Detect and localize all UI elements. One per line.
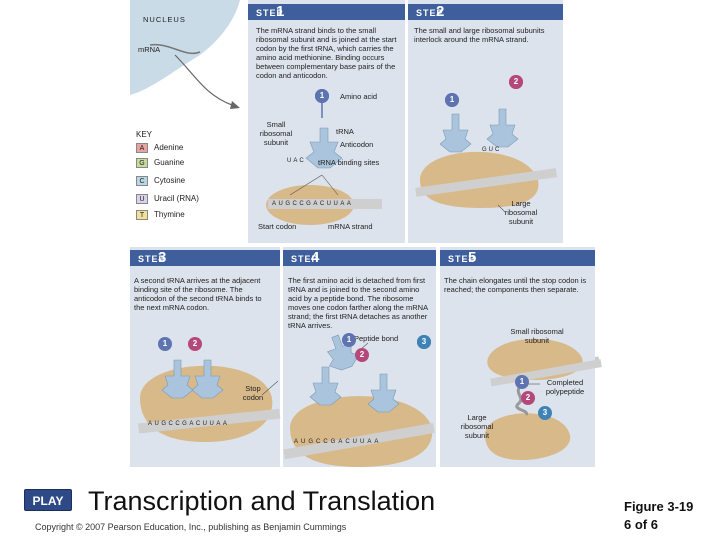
step5-amino-number-2: 2 (521, 391, 535, 405)
step4-number: 4 (311, 249, 320, 266)
mrna-export-arrow (174, 54, 233, 106)
key-label-adenine: Adenine (154, 143, 184, 152)
key-label-guanine: Guanine (154, 158, 185, 167)
step4-description: The first amino acid is detached from fi… (288, 276, 428, 330)
mrna-in-nucleus (149, 43, 201, 55)
step4-mrna-bases: AUGCCGACUUAA (294, 439, 382, 445)
nucleus-shape (130, 0, 240, 95)
overlay-step3-mrna (137, 408, 281, 434)
step5-header: STEP 5 (440, 249, 595, 266)
overlay-step1-trna (305, 127, 343, 169)
overlay-step3-stop-leader (261, 380, 279, 396)
start-codon-label: Start codon (258, 222, 297, 231)
trna-label: tRNA (336, 127, 354, 136)
overlay-step2-trna-1 (439, 113, 472, 153)
peptide-bond-label: Peptide bond (354, 334, 399, 343)
overlay-step2-mrna (415, 168, 558, 197)
overlay-step3-trna-2 (191, 359, 224, 399)
mrna-export-arrowhead (230, 101, 240, 109)
overlay-step1-leader-a (289, 174, 323, 196)
small-subunit-label-step1: Small ribosomal subunit (259, 120, 293, 147)
stop-codon-label: Stop codon (242, 384, 264, 402)
step1-mrna-bases: AUGCCGACUUAA (272, 201, 354, 207)
overlay-step5-large (485, 413, 571, 460)
nucleus-label: NUCLEUS (143, 15, 186, 24)
large-subunit-label-step5: Large ribosomal subunit (460, 413, 494, 440)
step1-word: STEP (256, 8, 284, 18)
figure-number: Figure 3-19 (624, 499, 694, 514)
step4-header: STEP 4 (283, 249, 436, 266)
mrna-strand-label: mRNA strand (328, 222, 373, 231)
key-chip-guanine: G (136, 158, 148, 168)
step1-number: 1 (276, 3, 285, 20)
overlay-step5-polypeptide (515, 385, 529, 416)
overlay-step2-trna-2 (486, 108, 519, 148)
step2-description: The small and large ribosomal subunits i… (414, 26, 545, 44)
key-chip-uracil: U (136, 194, 148, 204)
step3-number: 3 (158, 249, 167, 266)
overlay-step2-leader (497, 204, 506, 213)
key-chip-adenine: A (136, 143, 148, 153)
anticodon-label: Anticodon (340, 140, 374, 149)
page-indicator: 6 of 6 (624, 517, 658, 532)
trna-binding-label: tRNA binding sites (318, 158, 380, 167)
mrna-label-nucleus: mRNA (138, 45, 161, 54)
key-label-cytosine: Cytosine (154, 176, 186, 185)
play-button[interactable]: PLAY (24, 489, 72, 511)
overlay-step4-trna-1 (309, 366, 342, 406)
step5-description: The chain elongates until the stop codon… (444, 276, 587, 294)
play-button-label: PLAY (32, 494, 64, 508)
step4-amino-number-2: 2 (355, 348, 369, 362)
step3-header: STEP 3 (130, 249, 280, 266)
step5-amino-number-1: 1 (515, 375, 529, 389)
key-chip-cytosine: C (136, 176, 148, 186)
step1-header: STEP 1 (248, 3, 405, 20)
key-label-uracil: Uracil (RNA) (154, 194, 199, 203)
step2-amino-number-1: 1 (445, 93, 459, 107)
overlay-step3-trna-1 (161, 359, 194, 399)
step1-anticodon-bases: UAC (287, 158, 306, 164)
step2-anticodon-bases: GUC (482, 147, 502, 153)
step2-header: STEP 2 (408, 3, 563, 20)
step2-number: 2 (436, 3, 445, 20)
amino-acid-label: Amino acid (340, 92, 378, 101)
overlay-step1-leader-b (321, 174, 339, 196)
step3-word: STEP (138, 254, 166, 264)
page-title: Transcription and Translation (88, 486, 436, 516)
small-subunit-label-step5: Small ribosomal subunit (510, 327, 564, 345)
step5-amino-number-3: 3 (538, 406, 552, 420)
completed-polypeptide-label: Completed polypeptide (545, 378, 585, 396)
overlay-step4-mrna (283, 423, 435, 460)
step5-word: STEP (448, 254, 476, 264)
step4-word: STEP (291, 254, 319, 264)
step5-number: 5 (468, 249, 477, 266)
step4-amino-number-3: 3 (417, 335, 431, 349)
step3-description: A second tRNA arrives at the adjacent bi… (134, 276, 262, 312)
overlay-step1-mrna (268, 199, 382, 209)
key-label-thymine: Thymine (154, 210, 185, 219)
step2-word: STEP (416, 8, 444, 18)
large-subunit-label-step2: Large ribosomal subunit (504, 199, 538, 226)
step3-amino-number-1: 1 (158, 337, 172, 351)
step2-amino-number-2: 2 (509, 75, 523, 89)
key-chip-thymine: T (136, 210, 148, 220)
step1-amino-number: 1 (315, 89, 329, 103)
step4-amino-number-1: 1 (342, 333, 356, 347)
step1-description: The mRNA strand binds to the small ribos… (256, 26, 397, 80)
key-title: KEY (136, 130, 153, 139)
copyright: Copyright © 2007 Pearson Education, Inc.… (35, 522, 347, 532)
step3-mrna-bases: AUGCCGACUUAA (148, 421, 230, 427)
overlay-step4-trna-2 (367, 373, 400, 413)
step3-amino-number-2: 2 (188, 337, 202, 351)
